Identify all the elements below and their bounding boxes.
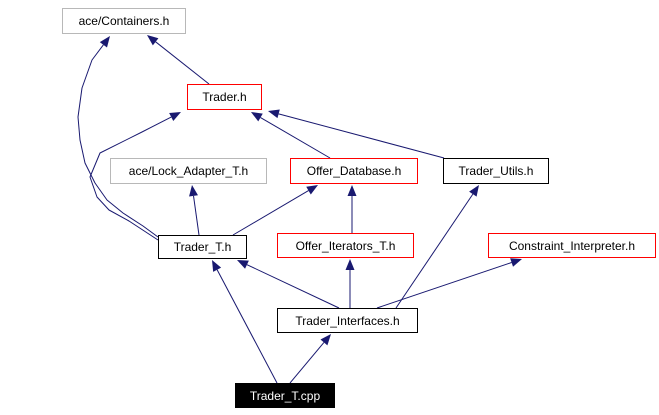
edge-trader_interfaces-to-constraint_interpreter	[376, 262, 512, 309]
edge-trader_t_h-to-ace_containers	[77, 44, 159, 238]
arrowhead-trader_t_h-to-ace_containers	[99, 36, 110, 48]
node-ace_containers[interactable]: ace/Containers.h	[62, 8, 186, 34]
node-offer_database[interactable]: Offer_Database.h	[290, 158, 418, 184]
arrowhead-trader_utils-to-trader_h	[268, 109, 280, 119]
arrowhead-trader_interfaces-to-offer_iterators	[345, 259, 355, 270]
node-offer_iterators[interactable]: Offer_Iterators_T.h	[277, 233, 414, 258]
arrowhead-offer_database-to-trader_h	[251, 112, 263, 122]
arrowhead-trader_t_h-to-offer_database	[306, 185, 318, 195]
edge-trader_utils-to-trader_h	[278, 113, 445, 159]
node-trader_interfaces[interactable]: Trader_Interfaces.h	[277, 308, 418, 333]
node-trader_utils[interactable]: Trader_Utils.h	[443, 158, 549, 184]
edge-trader_t_cpp-to-trader_interfaces	[289, 342, 325, 384]
node-constraint_interpreter[interactable]: Constraint_Interpreter.h	[488, 233, 656, 258]
edge-trader_h-to-ace_containers	[155, 41, 210, 85]
arrowhead-trader_t_cpp-to-trader_interfaces	[320, 334, 331, 346]
edge-trader_t_cpp-to-trader_t_h	[216, 269, 278, 384]
edge-trader_t_h-to-ace_lock_adapter	[193, 195, 200, 236]
node-trader_t_h[interactable]: Trader_T.h	[158, 235, 247, 259]
node-trader_h[interactable]: Trader.h	[187, 84, 262, 110]
edge-trader_interfaces-to-trader_t_h	[246, 264, 340, 309]
arrowhead-trader_interfaces-to-trader_t_h	[237, 260, 249, 269]
edge-offer_database-to-trader_h	[260, 117, 331, 159]
node-ace_lock_adapter[interactable]: ace/Lock_Adapter_T.h	[110, 158, 267, 184]
edge-trader_t_h-to-offer_database	[232, 190, 309, 236]
arrowhead-trader_t_h-to-trader_h	[169, 112, 181, 122]
arrowhead-trader_h-to-ace_containers	[147, 35, 159, 46]
arrowhead-offer_iterators-to-offer_database	[347, 185, 357, 196]
arrowhead-trader_t_h-to-ace_lock_adapter	[189, 185, 198, 197]
node-trader_t_cpp: Trader_T.cpp	[235, 383, 335, 408]
arrowhead-trader_interfaces-to-constraint_interpreter	[510, 258, 522, 267]
arrowhead-trader_interfaces-to-trader_utils	[469, 185, 479, 197]
arrowhead-trader_t_cpp-to-trader_t_h	[212, 260, 222, 272]
